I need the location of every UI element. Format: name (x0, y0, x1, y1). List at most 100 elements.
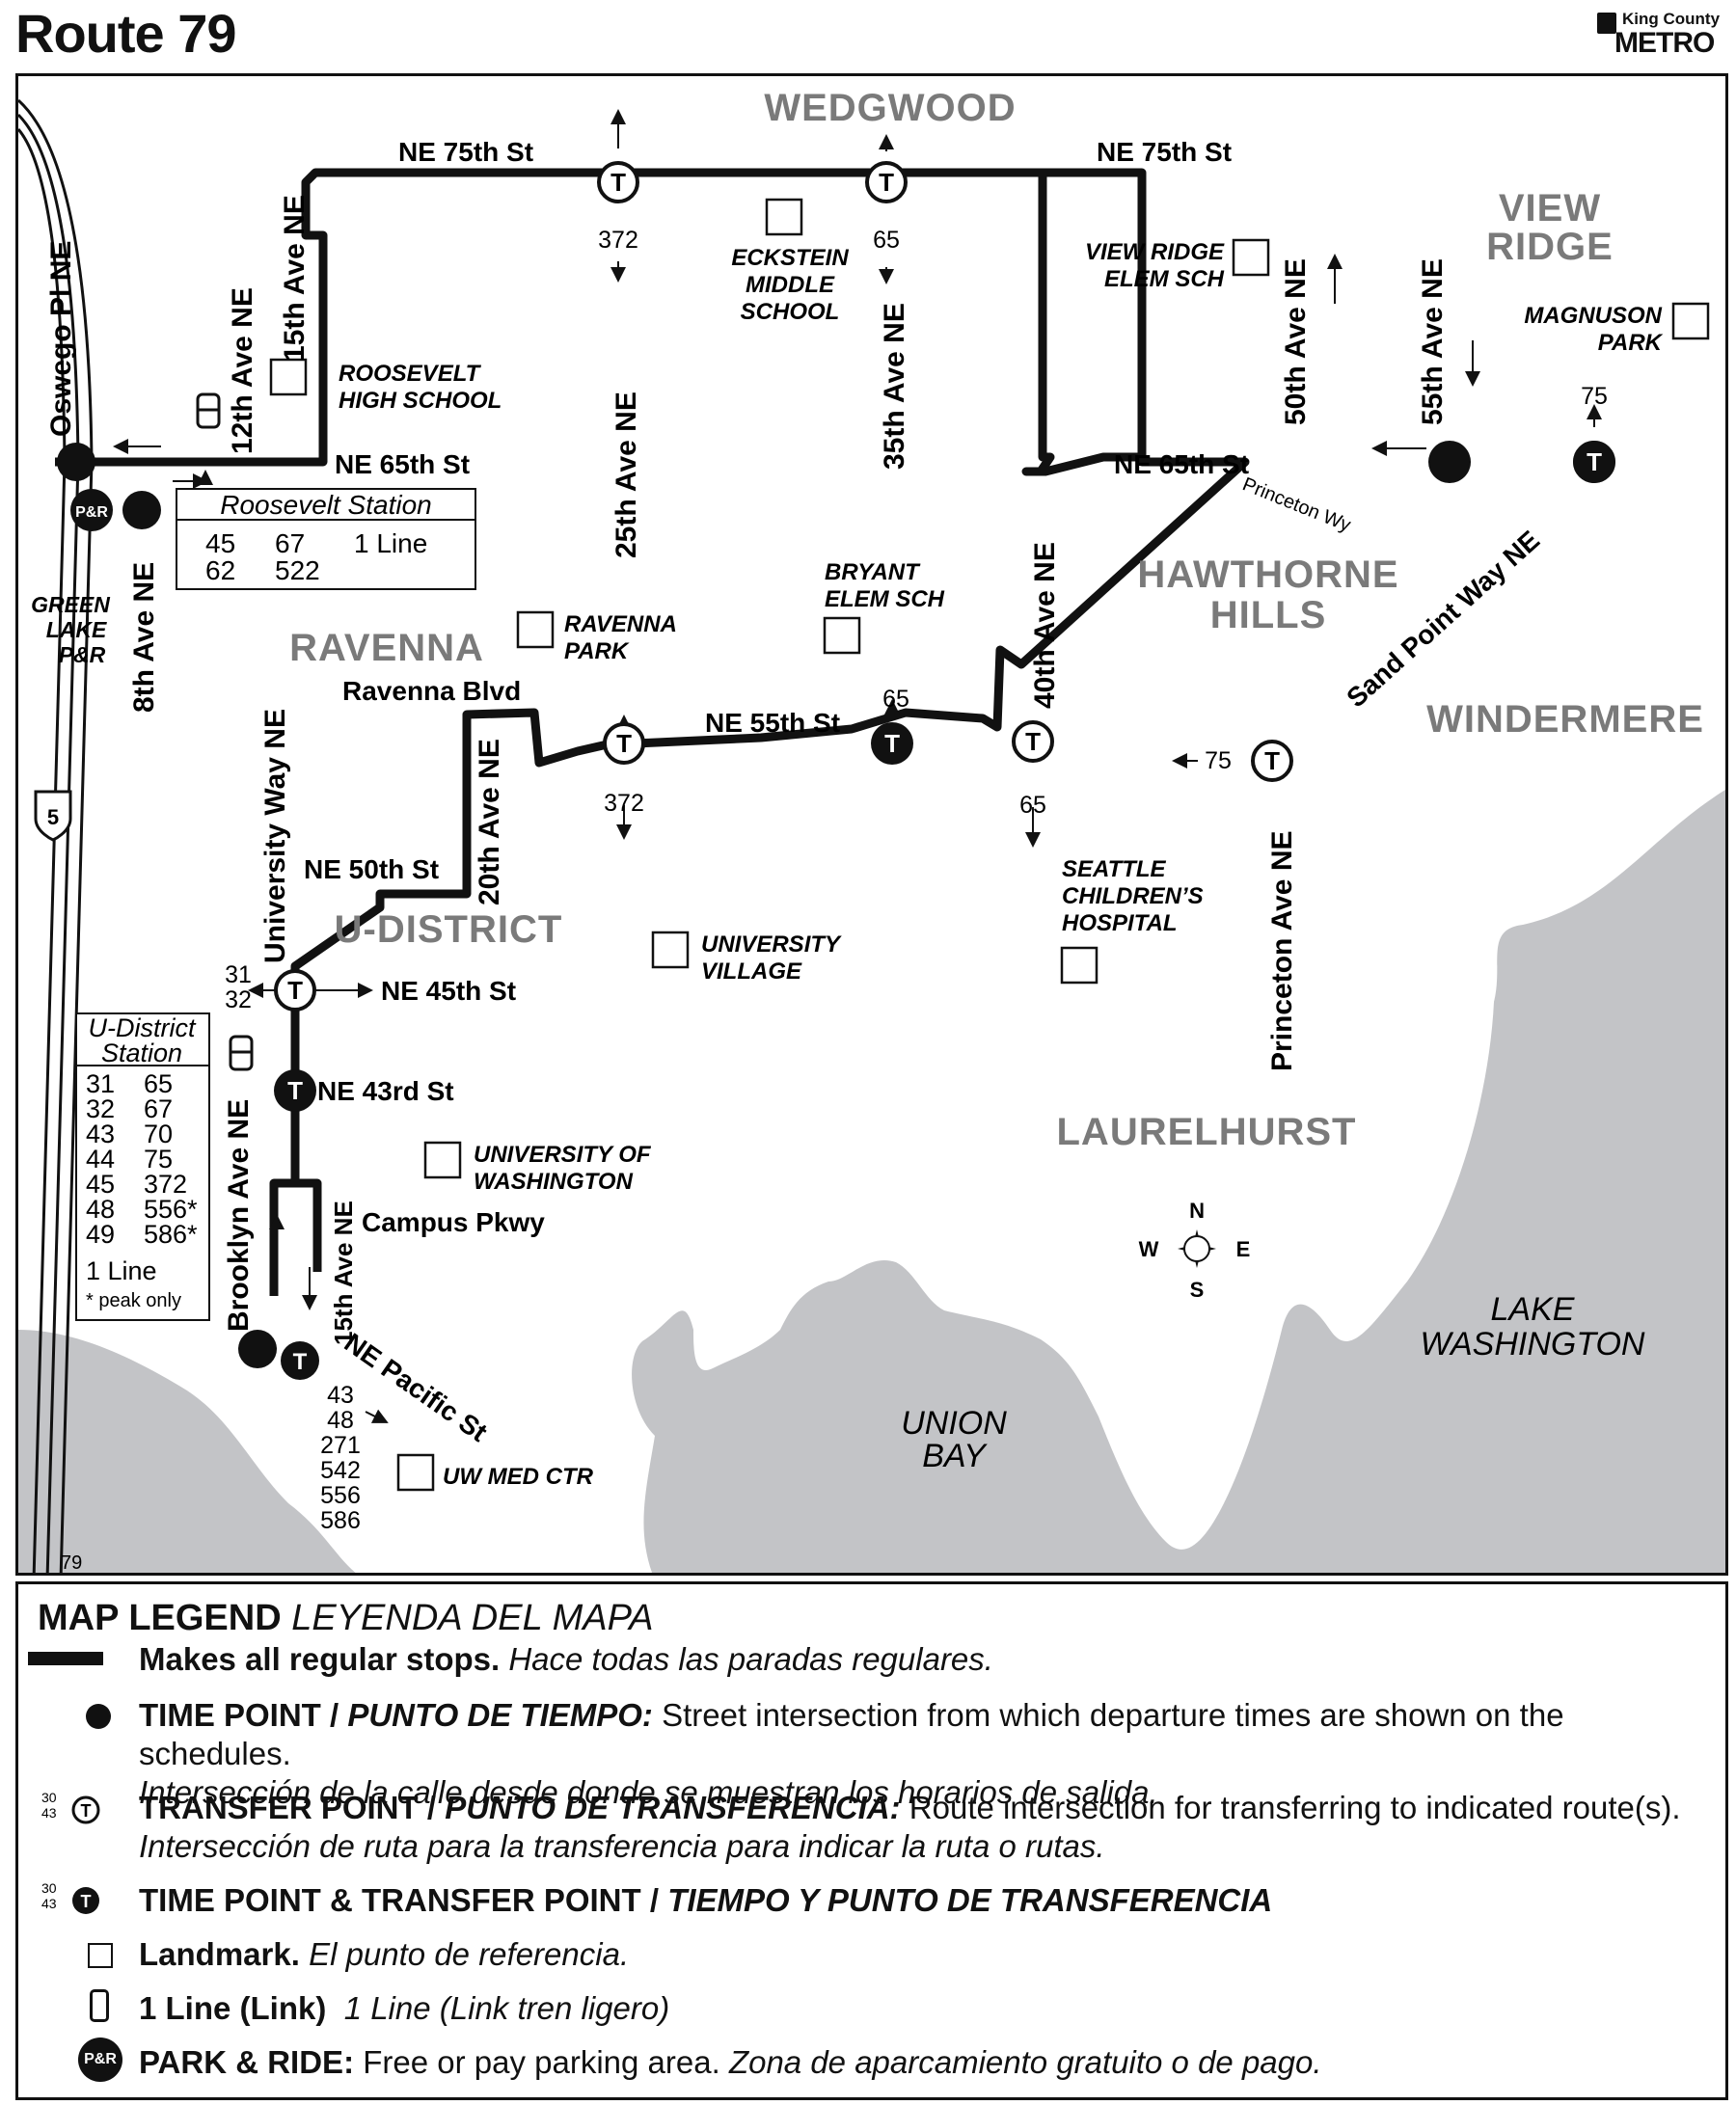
svg-text:T: T (610, 168, 626, 197)
legend-row-park-ride: PARK & RIDE: Free or pay parking area. Z… (139, 2044, 1322, 2080)
svg-text:43: 43 (41, 1896, 57, 1911)
svg-text:372: 372 (598, 227, 638, 254)
svg-text:35th Ave NE: 35th Ave NE (879, 303, 910, 470)
svg-text:Princeton Ave NE: Princeton Ave NE (1266, 830, 1298, 1071)
svg-text:586*: 586* (144, 1220, 198, 1249)
svg-text:S: S (1190, 1278, 1205, 1302)
svg-text:N: N (1189, 1199, 1205, 1223)
svg-text:PARK: PARK (564, 638, 630, 664)
svg-text:ECKSTEIN: ECKSTEIN (731, 245, 849, 271)
svg-text:GREEN: GREEN (31, 592, 110, 617)
svg-text:University Way NE: University Way NE (259, 709, 291, 963)
time-transfer-points[interactable]: T T T T (274, 441, 1615, 1380)
svg-text:43: 43 (41, 1805, 57, 1821)
svg-text:12th Ave NE: 12th Ave NE (227, 287, 258, 454)
light-rail-icon (196, 392, 254, 1071)
svg-text:VILLAGE: VILLAGE (701, 958, 802, 985)
svg-text:30: 30 (41, 1790, 57, 1805)
svg-text:T: T (884, 729, 900, 758)
interstate-number: 5 (47, 805, 59, 829)
svg-text:MAGNUSON: MAGNUSON (1524, 303, 1662, 329)
svg-text:SEATTLE: SEATTLE (1062, 856, 1167, 882)
svg-text:62: 62 (205, 555, 235, 585)
svg-text:65: 65 (873, 227, 900, 254)
street-labels-vertical: Oswego Pl NE 8th Ave NE 12th Ave NE 15th… (45, 195, 1449, 1345)
svg-text:40th Ave NE: 40th Ave NE (1029, 542, 1061, 709)
svg-text:271: 271 (320, 1432, 361, 1459)
svg-text:30: 30 (41, 1880, 57, 1896)
svg-text:P&R: P&R (75, 504, 108, 521)
svg-text:Station: Station (101, 1039, 182, 1067)
direction-arrows (113, 254, 1480, 1310)
svg-text:T: T (1587, 447, 1602, 476)
svg-text:522: 522 (275, 555, 320, 585)
legend-row-landmark: Landmark. El punto de referencia. (139, 1936, 630, 1972)
svg-text:T: T (81, 1892, 92, 1911)
time-transfer-symbol: 30 43 T (41, 1880, 99, 1914)
svg-text:NE 75th St: NE 75th St (1097, 137, 1232, 167)
svg-text:LAKE: LAKE (1491, 1291, 1575, 1328)
svg-text:Campus Pkwy: Campus Pkwy (362, 1207, 545, 1237)
map-legend: MAP LEGEND LEYENDA DEL MAPA Makes all re… (15, 1581, 1728, 2100)
svg-text:UW MED CTR: UW MED CTR (443, 1464, 594, 1490)
svg-text:556*: 556* (144, 1195, 198, 1224)
svg-text:SCHOOL: SCHOOL (741, 299, 840, 325)
svg-text:32: 32 (225, 986, 252, 1013)
svg-text:* peak only: * peak only (86, 1290, 181, 1311)
green-lake-pr-label: GREEN LAKE P&R (31, 592, 110, 667)
svg-text:25th Ave NE: 25th Ave NE (610, 391, 642, 558)
svg-text:HOSPITAL: HOSPITAL (1062, 910, 1178, 936)
svg-text:HILLS: HILLS (1210, 594, 1327, 636)
svg-text:VIEW RIDGE: VIEW RIDGE (1085, 239, 1225, 265)
svg-text:43: 43 (86, 1120, 115, 1148)
svg-text:T: T (287, 976, 303, 1005)
svg-text:UNIVERSITY OF: UNIVERSITY OF (474, 1142, 652, 1168)
svg-text:PARK: PARK (1598, 330, 1664, 356)
light-rail-symbol (90, 1989, 109, 2022)
svg-text:E: E (1236, 1237, 1251, 1261)
svg-text:Brooklyn Ave NE: Brooklyn Ave NE (223, 1099, 255, 1332)
svg-text:67: 67 (275, 528, 305, 558)
legend-row-link: 1 Line (Link) 1 Line (Link tren ligero) (139, 1990, 670, 2026)
svg-text:556: 556 (320, 1482, 361, 1509)
legend-heading: MAP LEGEND LEYENDA DEL MAPA (38, 1598, 654, 1638)
svg-text:1 Line: 1 Line (86, 1256, 157, 1285)
svg-text:NE 43rd St: NE 43rd St (317, 1076, 454, 1106)
svg-text:372: 372 (144, 1170, 187, 1199)
svg-text:T: T (81, 1801, 92, 1821)
svg-text:Ravenna Blvd: Ravenna Blvd (342, 676, 521, 706)
crown-icon (1597, 13, 1616, 34)
svg-text:65: 65 (144, 1069, 173, 1098)
king-county-metro-logo: King County METRO (1587, 8, 1722, 62)
svg-text:Oswego Pl NE: Oswego Pl NE (45, 241, 77, 437)
svg-text:NE Pacific St: NE Pacific St (339, 1328, 493, 1447)
route-line-symbol (28, 1652, 103, 1665)
svg-text:67: 67 (144, 1094, 173, 1123)
svg-text:31: 31 (225, 961, 252, 988)
svg-text:NE 65th St: NE 65th St (335, 449, 470, 479)
svg-text:542: 542 (320, 1457, 361, 1484)
route-map[interactable]: 5 P&R (15, 73, 1728, 1576)
svg-text:VIEW: VIEW (1499, 187, 1601, 229)
svg-text:MIDDLE: MIDDLE (746, 272, 835, 298)
svg-text:50th Ave NE: 50th Ave NE (1280, 258, 1312, 425)
svg-text:32: 32 (86, 1094, 115, 1123)
legend-row-timepoint: TIME POINT / PUNTO DE TIEMPO: Street int… (139, 1697, 1564, 1810)
svg-text:UNION: UNION (901, 1405, 1007, 1442)
time-point-symbol (86, 1704, 111, 1729)
svg-text:15th Ave NE: 15th Ave NE (329, 1201, 358, 1345)
svg-text:T: T (1264, 746, 1280, 775)
svg-text:BRYANT: BRYANT (825, 559, 921, 585)
svg-text:RAVENNA: RAVENNA (564, 611, 677, 637)
svg-text:65: 65 (882, 686, 909, 713)
svg-text:HAWTHORNE: HAWTHORNE (1137, 553, 1398, 596)
svg-text:70: 70 (144, 1120, 173, 1148)
water-areas (18, 790, 1725, 1573)
svg-text:65: 65 (1019, 792, 1046, 819)
legend-row-time-transfer: TIME POINT & TRANSFER POINT / TIEMPO Y P… (139, 1882, 1273, 1918)
svg-text:75: 75 (144, 1145, 173, 1174)
svg-text:LAKE: LAKE (46, 617, 107, 642)
svg-text:43: 43 (327, 1382, 354, 1409)
svg-text:Princeton Wy: Princeton Wy (1239, 473, 1353, 536)
